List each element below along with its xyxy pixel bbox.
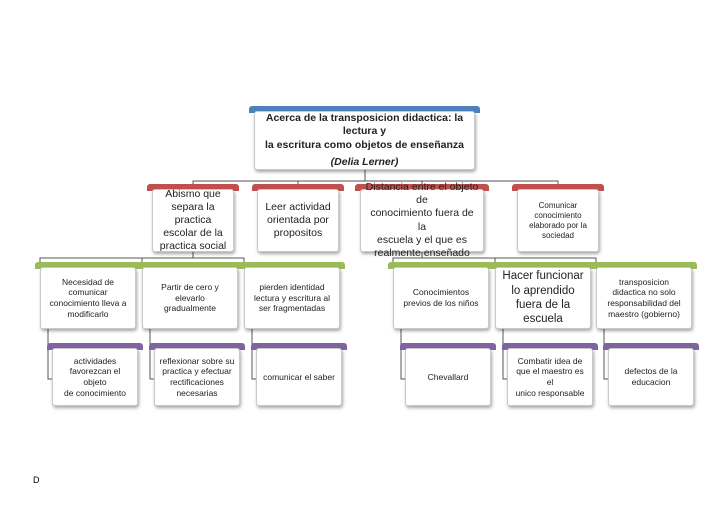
level3-tab	[47, 343, 143, 350]
root-node: Acerca de la transposicion didactica: la…	[249, 106, 480, 170]
node-label: Leer actividad orientada por propositos	[265, 200, 331, 240]
root-title: Acerca de la transposicion didactica: la…	[265, 112, 464, 151]
node-label: Conocimientos previos de los niños	[403, 287, 479, 308]
level3-node-5: Combatir idea de que el maestro es el un…	[502, 343, 598, 406]
level1-node-3: Distancia entre el objeto de conocimient…	[355, 181, 489, 259]
level1-node-2: Leer actividad orientada por propositos	[252, 184, 344, 252]
level2-tab	[239, 262, 345, 269]
node-label: Chevallard	[427, 371, 469, 382]
level2-card: transposicion didactica no solo responsa…	[596, 267, 692, 329]
node-label: Combatir idea de que el maestro es el un…	[515, 355, 585, 398]
level2-card: pierden identidad lectura y escritura al…	[244, 267, 340, 329]
level3-card: comunicar el saber	[256, 348, 342, 406]
node-label: Partir de cero y elevarlo gradualmente	[161, 282, 219, 314]
node-label: transposicion didactica no solo responsa…	[607, 276, 681, 319]
footnote: D	[33, 475, 40, 485]
root-card: Acerca de la transposicion didactica: la…	[254, 111, 475, 170]
level3-node-4: Chevallard	[400, 343, 496, 406]
level3-tab	[502, 343, 598, 350]
node-label: comunicar el saber	[263, 371, 335, 382]
level3-card: reflexionar sobre su practica y efectuar…	[154, 348, 240, 406]
level2-tab	[388, 262, 494, 269]
level1-card: Abismo que separa la practica escolar de…	[152, 187, 234, 253]
level3-card: Combatir idea de que el maestro es el un…	[507, 348, 593, 406]
level2-node-1: Necesidad de comunicar conocimiento llev…	[35, 262, 141, 329]
node-label: pierden identidad lectura y escritura al…	[253, 282, 331, 314]
node-label: actividades favorezcan el objeto de cono…	[64, 355, 126, 398]
level1-card: Distancia entre el objeto de conocimient…	[360, 181, 484, 259]
level1-card: Leer actividad orientada por propositos	[257, 189, 339, 252]
level2-tab	[591, 262, 697, 269]
node-label: reflexionar sobre su practica y efectuar…	[159, 355, 235, 398]
level3-tab	[400, 343, 496, 350]
level3-node-2: reflexionar sobre su practica y efectuar…	[149, 343, 245, 406]
level1-tab	[252, 184, 344, 191]
level3-card: actividades favorezcan el objeto de cono…	[52, 348, 138, 406]
level3-tab	[149, 343, 245, 350]
level1-node-4: Comunicar conocimiento elaborado por la …	[512, 184, 604, 252]
level1-node-1: Abismo que separa la practica escolar de…	[147, 184, 239, 253]
level2-node-2: Partir de cero y elevarlo gradualmente	[137, 262, 243, 329]
node-label: Hacer funcionar lo aprendido fuera de la…	[502, 270, 584, 326]
level1-tab	[355, 184, 489, 191]
level2-node-4: Conocimientos previos de los niños	[388, 262, 494, 329]
root-subtitle: (Delia Lerner)	[330, 155, 399, 168]
level2-node-5: Hacer funcionar lo aprendido fuera de la…	[490, 262, 596, 329]
level2-node-3: pierden identidad lectura y escritura al…	[239, 262, 345, 329]
level1-tab	[512, 184, 604, 191]
level2-node-6: transposicion didactica no solo responsa…	[591, 262, 697, 329]
level2-card: Necesidad de comunicar conocimiento llev…	[40, 267, 136, 329]
level3-tab	[603, 343, 699, 350]
node-label: Necesidad de comunicar conocimiento llev…	[49, 276, 127, 319]
level3-node-3: comunicar el saber	[251, 343, 347, 406]
level3-node-1: actividades favorezcan el objeto de cono…	[47, 343, 143, 406]
level3-card: defectos de la educacion	[608, 348, 694, 406]
node-label: Distancia entre el objeto de conocimient…	[365, 181, 479, 259]
node-label: Abismo que separa la practica escolar de…	[159, 187, 227, 253]
node-label: Comunicar conocimiento elaborado por la …	[529, 200, 587, 240]
level2-tab	[490, 262, 596, 269]
level2-card: Partir de cero y elevarlo gradualmente	[142, 267, 238, 329]
level2-card: Conocimientos previos de los niños	[393, 267, 489, 329]
level2-tab	[137, 262, 243, 269]
level3-tab	[251, 343, 347, 350]
node-label: defectos de la educacion	[624, 366, 678, 387]
level3-node-6: defectos de la educacion	[603, 343, 699, 406]
level1-tab	[147, 184, 239, 191]
level3-card: Chevallard	[405, 348, 491, 406]
level2-tab	[35, 262, 141, 269]
level1-card: Comunicar conocimiento elaborado por la …	[517, 189, 599, 252]
level2-card: Hacer funcionar lo aprendido fuera de la…	[495, 267, 591, 329]
root-tab	[249, 106, 480, 113]
